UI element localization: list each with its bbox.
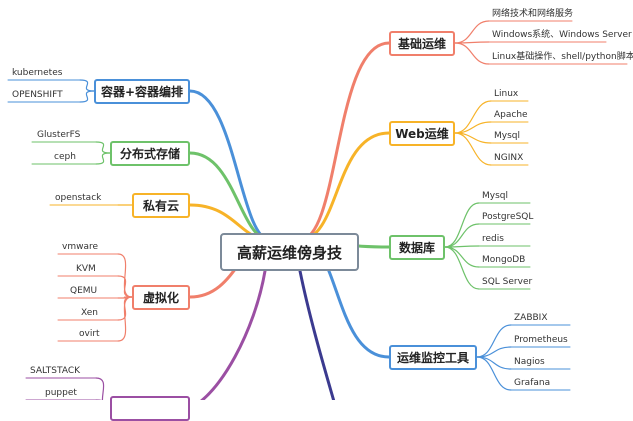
branch-infra-label: 基础运维 — [397, 37, 446, 51]
leaf-storage-1: ceph — [54, 152, 76, 162]
leaf-db-1: PostgreSQL — [482, 212, 534, 222]
branch-k8s[interactable]: 容器+容器编排 — [94, 79, 190, 104]
leaf-monitor-1: Prometheus — [514, 335, 568, 345]
leaf-web-3: NGINX — [494, 153, 524, 163]
root-label: 高薪运维傍身技 — [236, 243, 342, 262]
leaf-k8s-1: OPENSHIFT — [12, 90, 63, 100]
connector-monitor-3 — [476, 356, 512, 391]
leaf-virt-3: Xen — [81, 308, 99, 318]
leaf-cloud-0: openstack — [55, 193, 102, 203]
connector-web-3 — [454, 132, 492, 166]
connector-root-web — [298, 131, 391, 242]
leaf-db-0: Mysql — [482, 191, 508, 201]
leaf-web-2: Mysql — [494, 131, 520, 141]
connector-k8s-1 — [79, 90, 95, 103]
branch-virt[interactable]: 虚拟化 — [132, 285, 190, 310]
leaf-infra-2: Linux基础操作、shell/python脚本 — [492, 52, 633, 62]
leaf-virt-2: QEMU — [70, 286, 98, 296]
connector-root-infra — [298, 41, 391, 242]
branch-storage[interactable]: 分布式存储 — [110, 141, 190, 166]
connector-virt-4 — [117, 296, 133, 342]
branch-monitor-label: 运维监控工具 — [396, 351, 469, 365]
leaf-cfg-0: SALTSTACK — [30, 366, 81, 376]
connector-monitor-2 — [476, 356, 512, 370]
leaf-storage-0: GlusterFS — [37, 130, 81, 140]
connector-k8s-0 — [79, 79, 95, 92]
leaf-db-2: redis — [482, 234, 504, 244]
connector-db-3 — [444, 246, 480, 268]
leaf-cfg-1: puppet — [45, 388, 77, 398]
leaf-db-3: MongoDB — [482, 255, 526, 265]
branch-storage-label: 分布式存储 — [119, 147, 180, 161]
connector-cfg-0 — [95, 377, 105, 400]
connector-root-cfg — [199, 269, 267, 400]
branch-db[interactable]: 数据库 — [389, 235, 445, 260]
branch-web-label: Web运维 — [395, 127, 449, 141]
connector-root-storage — [188, 151, 272, 242]
connector-root-bottom — [298, 269, 336, 400]
connector-db-4 — [444, 246, 480, 290]
leaf-infra-0: 网络技术和网络服务 — [492, 9, 574, 19]
connector-infra-2 — [454, 42, 490, 65]
leaf-monitor-3: Grafana — [514, 378, 551, 388]
leaf-k8s-0: kubernetes — [12, 68, 63, 78]
leaf-web-1: Apache — [494, 110, 528, 120]
connector-db-0 — [444, 202, 480, 248]
connector-web-0 — [454, 100, 492, 134]
branch-db-label: 数据库 — [398, 241, 435, 255]
connector-infra-0 — [454, 20, 490, 44]
leaf-virt-1: KVM — [76, 264, 96, 274]
leaf-web-0: Linux — [494, 89, 519, 99]
branch-web[interactable]: Web运维 — [389, 121, 455, 146]
connector-storage-0 — [95, 141, 111, 154]
connector-virt-1 — [117, 275, 133, 298]
branch-virt-label: 虚拟化 — [142, 291, 179, 305]
branch-infra[interactable]: 基础运维 — [389, 31, 455, 56]
branch-k8s-label: 容器+容器编排 — [100, 85, 184, 99]
branch-monitor[interactable]: 运维监控工具 — [389, 345, 477, 370]
leaf-db-4: SQL Server — [482, 277, 533, 287]
leaf-monitor-0: ZABBIX — [514, 313, 548, 323]
leaf-infra-1: Windows系统、Windows Server — [492, 30, 632, 40]
connector-storage-1 — [95, 152, 111, 165]
leaf-virt-0: vmware — [62, 242, 99, 252]
connector-db-1 — [444, 223, 480, 248]
leaf-monitor-2: Nagios — [514, 357, 545, 367]
branch-cloud[interactable]: 私有云 — [132, 193, 190, 218]
branch-cloud-label: 私有云 — [142, 199, 179, 213]
leaf-virt-4: ovirt — [79, 329, 100, 339]
root-node[interactable]: 高薪运维傍身技 — [220, 233, 359, 271]
